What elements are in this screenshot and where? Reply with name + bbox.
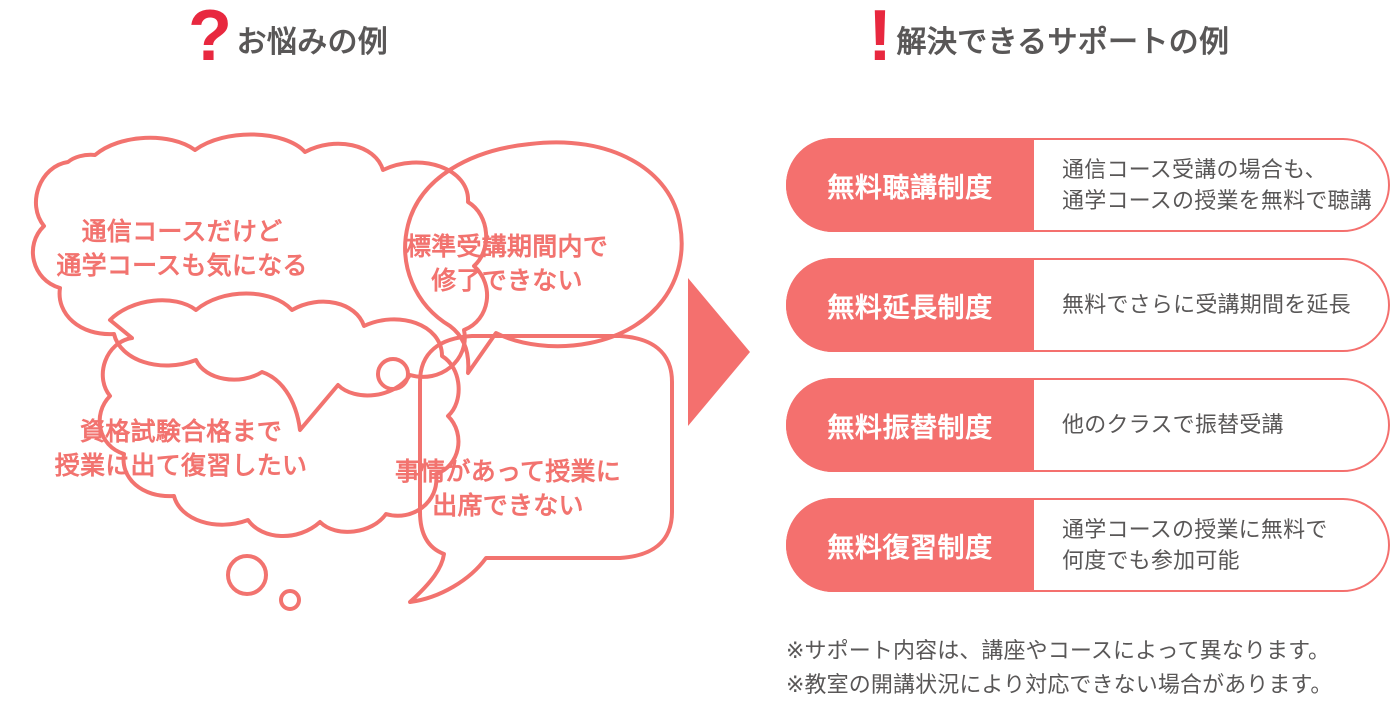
- bubble-label-3: 資格試験合格まで 授業に出て復習したい: [54, 418, 308, 480]
- question-mark-icon: ?: [188, 0, 232, 76]
- header-solutions: ! 解決できるサポートの例: [868, 0, 1230, 76]
- bubble-thought-dot-2a: [376, 357, 410, 391]
- support-card-label: 無料聴講制度: [786, 138, 1034, 232]
- support-cards-list: 無料聴講制度 通信コース受講の場合も、 通学コースの授業を無料で聴講 無料延長制…: [786, 138, 1390, 618]
- footnote-item: ※サポート内容は、講座やコースによって異なります。: [786, 638, 1331, 663]
- support-card-description: 他のクラスで振替受講: [1062, 412, 1284, 438]
- exclamation-mark-icon: !: [868, 0, 892, 76]
- right-arrow-icon: [688, 278, 750, 426]
- bubble-label-4: 事情があって授業に 出席できない: [394, 458, 621, 520]
- footnote-item: ※教室の開講状況により対応できない場合があります。: [786, 672, 1333, 698]
- support-card: 無料復習制度 通学コースの授業に無料で 何度でも参加可能: [786, 498, 1390, 592]
- footnotes: ※サポート内容は、講座やコースによって異なります。 ※教室の開講状況により対応で…: [786, 634, 1400, 702]
- bubble-label-2: 標準受講期間内で 修了できない: [405, 233, 608, 295]
- support-card: 無料振替制度 他のクラスで振替受講: [786, 378, 1390, 472]
- support-card-description: 通学コースの授業に無料で 何度でも参加可能: [1062, 516, 1328, 573]
- bubble-thought-dot-3b: [279, 589, 301, 611]
- bubble-label-1: 通信コースだけど 通学コースも気になる: [56, 218, 308, 280]
- header-problems: ? お悩みの例: [188, 0, 389, 76]
- bubbles-illustration: [30, 132, 684, 611]
- support-card-description: 通信コース受講の場合も、 通学コースの授業を無料で聴講: [1062, 156, 1372, 213]
- bubble-shape-4: [408, 334, 674, 604]
- right-arrow: [688, 278, 754, 431]
- bubble-shape-3: [97, 291, 461, 538]
- support-card-description: 無料でさらに受講期間を延長: [1062, 292, 1351, 318]
- support-card-label: 無料振替制度: [786, 378, 1034, 472]
- support-card: 無料延長制度 無料でさらに受講期間を延長: [786, 258, 1390, 352]
- support-card-label: 無料延長制度: [786, 258, 1034, 352]
- problem-bubbles-group: 通信コースだけど 通学コースも気になる 標準受講期間内で 修了できない 資格試験…: [0, 130, 700, 630]
- header-problems-title: お悩みの例: [236, 26, 389, 60]
- support-card: 無料聴講制度 通信コース受講の場合も、 通学コースの授業を無料で聴講: [786, 138, 1390, 232]
- bubble-thought-dot-3a: [226, 554, 268, 596]
- header-solutions-title: 解決できるサポートの例: [896, 26, 1230, 60]
- support-card-label: 無料復習制度: [786, 498, 1034, 592]
